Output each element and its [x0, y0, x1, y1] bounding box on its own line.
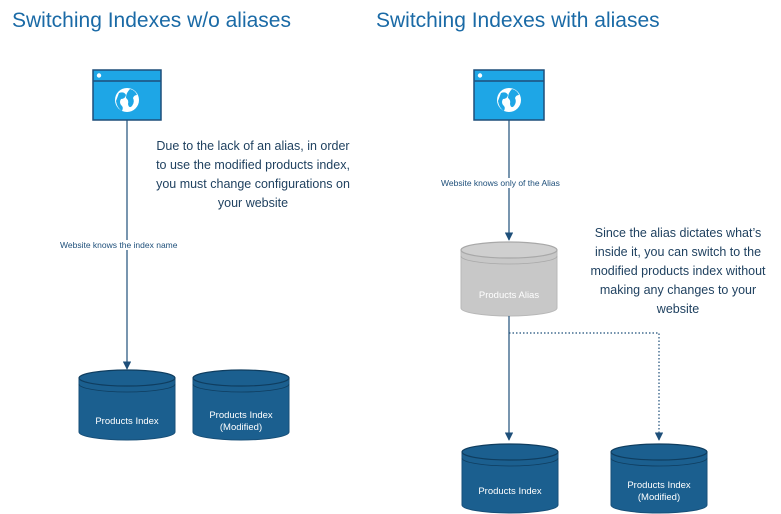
db-label-products-index-right: Products Index [478, 486, 542, 497]
note-right: Since the alias dictates what’s inside i… [590, 226, 766, 316]
db-label-products-index-modified-right: Products Index (Modified) [611, 480, 707, 504]
arrow-alias-to-modified-index [509, 332, 664, 441]
edge-label-left: Website knows the index name [59, 240, 179, 250]
db-label-line2: (Modified) [637, 492, 681, 503]
db-label-products-index-left: Products Index [95, 416, 159, 427]
database-products-index-modified-right [610, 443, 708, 514]
title-right: Switching Indexes with aliases [376, 9, 660, 32]
globe-icon-right [497, 88, 521, 112]
alias-label: Products Alias [478, 290, 540, 301]
database-products-index-left [78, 369, 176, 441]
db-label-line1: Products Index [627, 480, 691, 491]
note-left: Due to the lack of an alias, in order to… [156, 139, 350, 210]
database-products-index-modified-left [192, 369, 290, 441]
title-left: Switching Indexes w/o aliases [12, 9, 291, 32]
browser-icon-right [473, 69, 545, 121]
db-label-line1: Products Index [209, 410, 273, 421]
browser-icon-left [92, 69, 162, 121]
db-label-products-index-modified-left: Products Index (Modified) [193, 410, 289, 434]
globe-icon-left [115, 88, 139, 112]
db-label-line2: (Modified) [219, 422, 263, 433]
database-products-index-right [461, 443, 559, 514]
edge-label-right: Website knows only of the Alias [440, 178, 561, 188]
database-products-alias [460, 241, 558, 317]
